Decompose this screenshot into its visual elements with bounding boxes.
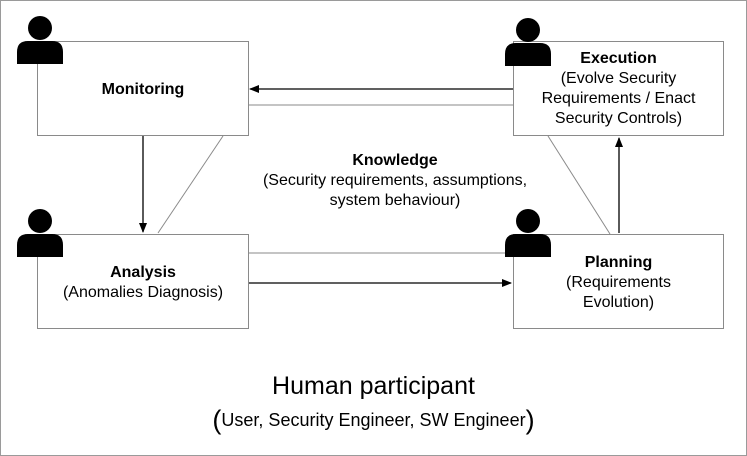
- subtitle-text: User, Security Engineer, SW Engineer: [221, 410, 526, 430]
- knowledge-line-1: (Security requirements, assumptions,: [262, 172, 528, 189]
- person-icon: [505, 18, 551, 66]
- subtitle-open-paren: (: [212, 405, 222, 435]
- person-icon: [17, 209, 63, 257]
- subtitle-close-paren: ): [525, 405, 535, 435]
- knowledge-label: Knowledge (Security requirements, assump…: [200, 151, 590, 211]
- execution-line-3: Security Controls): [554, 110, 683, 127]
- person-icon: [17, 16, 63, 64]
- analysis-line-1: (Anomalies Diagnosis): [62, 284, 224, 301]
- execution-line-1: (Evolve Security: [560, 70, 677, 87]
- human-participant-subtitle: (User, Security Engineer, SW Engineer): [0, 403, 747, 437]
- monitoring-title: Monitoring: [101, 81, 185, 98]
- human-participant-title: Human participant: [272, 372, 475, 400]
- execution-box[interactable]: Execution (Evolve Security Requirements …: [513, 41, 724, 136]
- planning-title: Planning: [584, 254, 653, 271]
- execution-line-2: Requirements / Enact: [541, 90, 696, 107]
- knowledge-title: Knowledge: [352, 152, 438, 169]
- knowledge-line-2: system behaviour): [329, 192, 461, 209]
- planning-line-1: (Requirements: [566, 274, 671, 291]
- execution-title: Execution: [580, 50, 657, 67]
- planning-line-2: Evolution): [582, 294, 655, 311]
- person-icon: [505, 209, 551, 257]
- monitoring-box[interactable]: Monitoring: [37, 41, 249, 136]
- analysis-title: Analysis: [110, 264, 176, 281]
- analysis-box[interactable]: Analysis (Anomalies Diagnosis): [37, 234, 249, 329]
- knowledge-link-execution-planning: [547, 135, 611, 235]
- knowledge-link-monitoring-analysis: [157, 135, 224, 234]
